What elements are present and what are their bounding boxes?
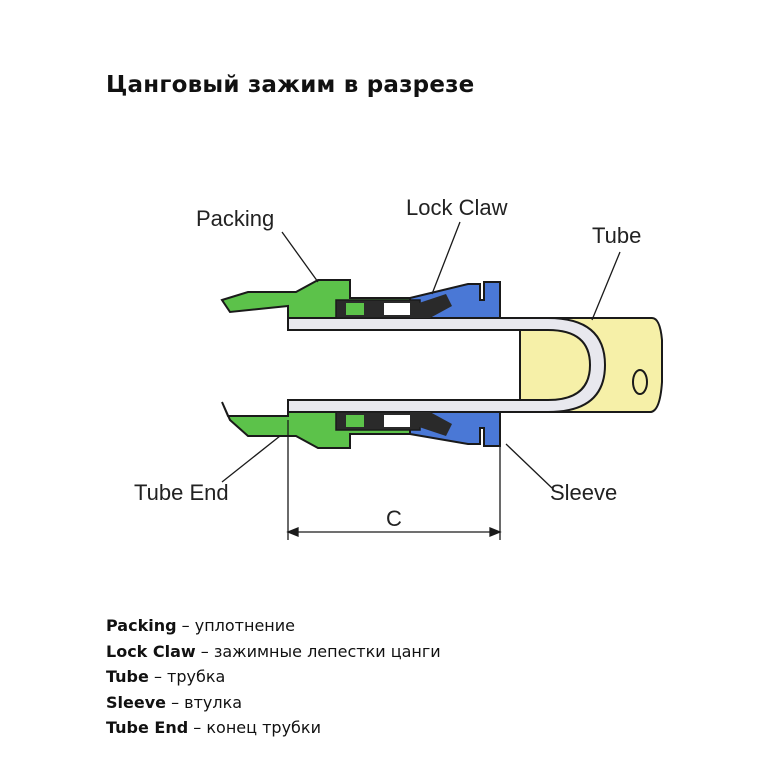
legend-term: Tube	[106, 667, 149, 686]
page-title: Цанговый зажим в разрезе	[106, 72, 475, 98]
legend-term: Tube End	[106, 718, 189, 737]
lock-claw-upper	[410, 294, 452, 318]
legend-item: Packing – уплотнение	[106, 613, 441, 639]
legend-list: Packing – уплотнение Lock Claw – зажимны…	[106, 613, 441, 741]
lock-claw-lower	[410, 412, 452, 436]
legend-desc: – конец трубки	[188, 718, 321, 737]
legend-item: Sleeve – втулка	[106, 690, 441, 716]
label-tube-end: Tube End	[134, 480, 229, 505]
packing-lower	[335, 411, 421, 431]
packing-upper	[335, 299, 421, 319]
label-dimension-c: C	[386, 506, 402, 531]
legend-desc: – уплотнение	[176, 616, 295, 635]
leader-lines	[221, 221, 621, 489]
legend-item: Lock Claw – зажимные лепестки цанги	[106, 639, 441, 665]
legend-term: Packing	[106, 616, 177, 635]
label-sleeve: Sleeve	[550, 480, 617, 505]
legend-desc: – трубка	[148, 667, 226, 686]
legend-term: Lock Claw	[106, 641, 196, 661]
dimension-c	[286, 420, 502, 540]
legend-desc: – втулка	[166, 692, 243, 712]
legend-desc: – зажимные лепестки цанги	[195, 641, 441, 661]
legend-term: Sleeve	[106, 692, 166, 712]
legend-item: Tube End – конец трубки	[106, 715, 441, 741]
label-tube: Tube	[592, 223, 641, 248]
legend-item: Tube – трубка	[106, 664, 441, 690]
label-packing: Packing	[196, 206, 274, 231]
label-lock-claw: Lock Claw	[406, 195, 508, 220]
